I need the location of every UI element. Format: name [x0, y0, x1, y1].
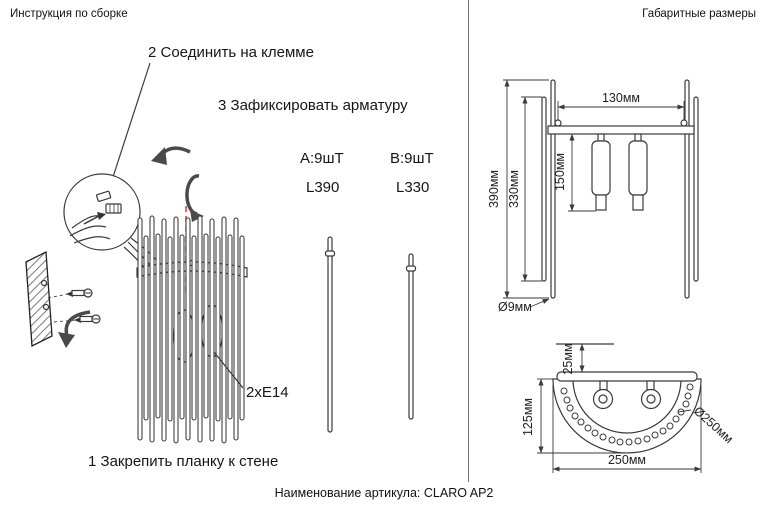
dim-wall-offset: 25мм: [561, 343, 585, 375]
terminal-block: [105, 203, 122, 214]
wiring-detail-circle: [63, 173, 141, 251]
left-panel-title: Инструкция по сборке: [10, 8, 128, 20]
step3-label: 3 Зафиксировать арматуру: [218, 97, 408, 114]
dim-rod-diameter-label: Ø9мм: [498, 300, 532, 314]
front-view: 130мм 390мм 330мм: [487, 79, 699, 314]
front-rod-short-left: [541, 96, 547, 282]
dim-rod-diameter: Ø9мм: [498, 298, 550, 314]
bead-ring: [560, 383, 694, 446]
dim-top-width-label: 130мм: [602, 91, 640, 105]
lamp-rods: [137, 215, 245, 444]
dim-candle-drop-label: 150мм: [553, 153, 567, 191]
bottom-socket-stem-left: [599, 380, 608, 391]
dimensions-diagram: 130мм 390мм 330мм: [487, 79, 736, 473]
dim-radius-label: 125мм: [521, 398, 535, 436]
bottom-view: 25мм 125мм 250мм: [521, 343, 736, 473]
plate-keyhole-top: [40, 279, 48, 287]
front-candle-left: [591, 133, 611, 211]
wall-plate: [25, 250, 53, 348]
arrow-push-wall: [58, 310, 91, 348]
shade-semicircle: [552, 378, 702, 454]
article-name: Наименование артикула: CLARO AP2: [274, 486, 494, 500]
right-panel-title: Габаритные размеры: [642, 8, 756, 20]
bulb-type-label: 2xE14: [246, 384, 289, 401]
front-rod-tall-right: [684, 79, 690, 299]
dim-rod-height: 330мм: [507, 96, 542, 282]
dim-wall-offset-label: 25мм: [561, 343, 575, 374]
front-rod-short-right: [693, 96, 699, 282]
bottom-socket-stem-right: [646, 380, 655, 391]
dim-width: 250мм: [552, 385, 702, 473]
dim-top-width: 130мм: [557, 91, 685, 120]
dim-overall-height: 390мм: [487, 79, 549, 299]
step2-leader-line: [112, 62, 151, 178]
rod-sample-a: А:9шТ L390: [300, 150, 344, 433]
dim-overall-height-label: 390мм: [487, 170, 501, 208]
arrow-push-top: [151, 146, 191, 165]
step1-label: 1 Закрепить планку к стене: [88, 453, 278, 470]
dim-rod-height-label: 330мм: [507, 170, 521, 208]
rod-sample-b: В:9шТ L330: [390, 150, 434, 420]
plate-keyhole-bottom: [42, 303, 50, 311]
front-candle-right: [628, 133, 648, 211]
rod-a-length-label: L390: [306, 179, 339, 196]
front-mounting-bar: [547, 125, 695, 135]
step2-label: 2 Соединить на клемме: [148, 44, 314, 61]
front-screw-left: [554, 119, 562, 127]
rod-b-length-label: L330: [396, 179, 429, 196]
bulb-label-leader: [213, 351, 244, 389]
shade-inner-arc: [572, 378, 682, 434]
front-screw-right: [680, 119, 688, 127]
bottom-bulb-left-center: [598, 394, 608, 404]
panel-divider: [468, 0, 469, 482]
dim-diameter-label: Ø250мм: [691, 404, 736, 446]
bottom-bulb-right-center: [646, 394, 656, 404]
assembly-diagram: 2 Соединить на клемме 3 Зафиксировать ар…: [25, 44, 434, 470]
rod-b-count-label: В:9шТ: [390, 150, 434, 167]
rod-a-count-label: А:9шТ: [300, 150, 344, 167]
arrow-rotate-icon: [185, 174, 204, 222]
dim-radius: 125мм: [521, 378, 630, 454]
screw-top: [47, 288, 93, 299]
dim-width-label: 250мм: [608, 453, 646, 467]
bottom-mounting-bar: [556, 371, 698, 382]
dim-candle-drop: 150мм: [553, 133, 596, 212]
